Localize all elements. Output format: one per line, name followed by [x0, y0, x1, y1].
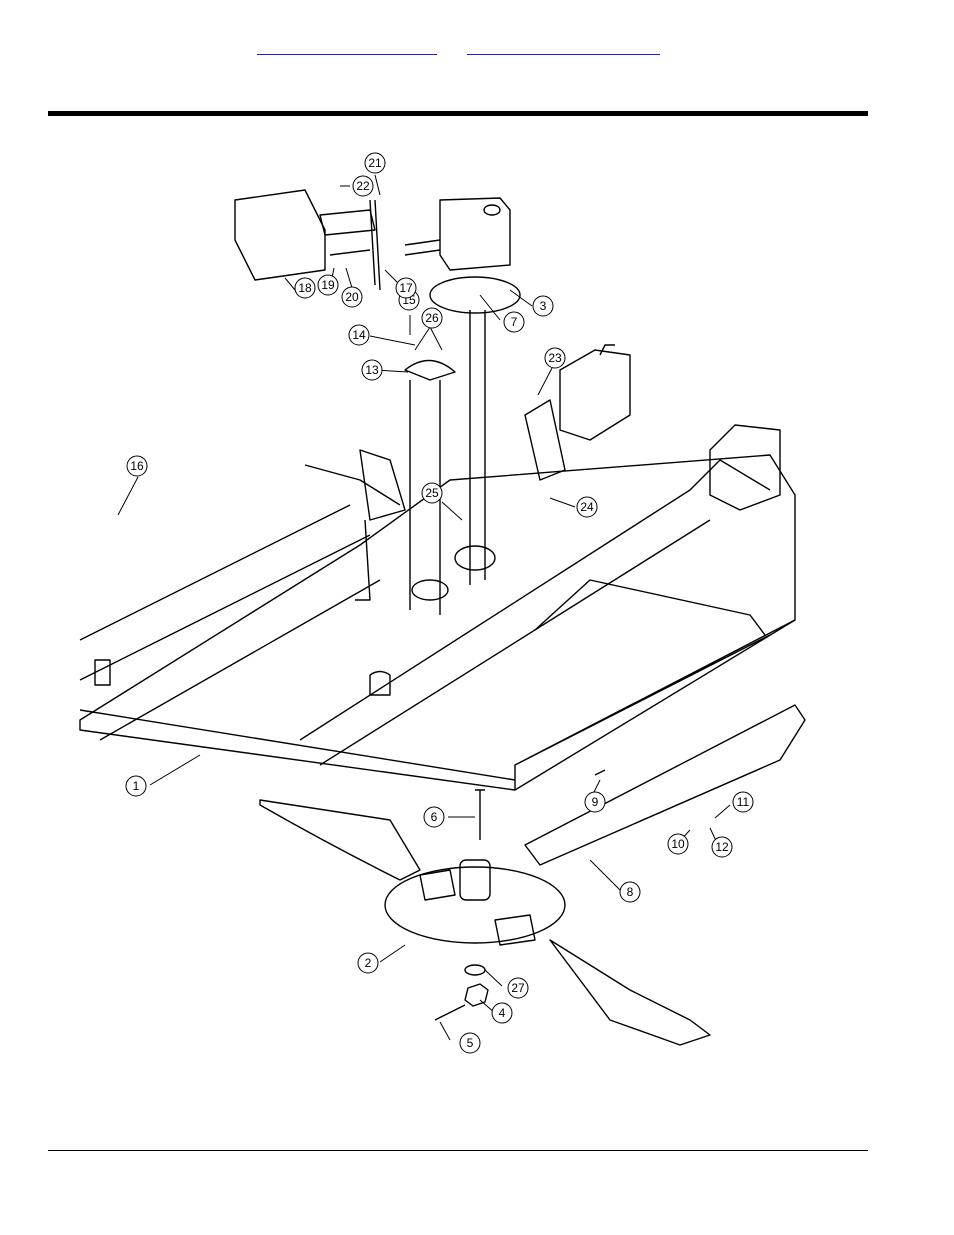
svg-text:5: 5: [467, 1036, 474, 1050]
callout-5: 5: [459, 1032, 481, 1054]
svg-text:1: 1: [133, 779, 140, 793]
callout-21: 21: [364, 152, 386, 174]
svg-text:22: 22: [356, 179, 370, 193]
callout-6: 6: [423, 806, 445, 828]
front-post: [369, 670, 391, 696]
svg-text:24: 24: [580, 500, 594, 514]
gearbox-hole: [411, 579, 449, 601]
guard-plate: [369, 199, 381, 291]
gearbox-stand-link: [304, 464, 401, 601]
hitch-arm: [524, 399, 566, 481]
deck-left-rail: [79, 504, 381, 741]
spindle-washer: [464, 964, 486, 976]
blade-bolt-block-right: [494, 914, 536, 946]
skid-shoe: [524, 704, 806, 866]
deck-gusset: [534, 579, 766, 636]
callout-7: 7: [503, 311, 525, 333]
svg-text:6: 6: [431, 810, 438, 824]
callout-9: 9: [584, 791, 606, 813]
svg-text:13: 13: [365, 363, 379, 377]
deck-right-rail: [299, 459, 771, 766]
gearbox-input-shaft: [404, 239, 441, 256]
nav-link-right[interactable]: [467, 40, 660, 55]
spindle-hub: [459, 859, 491, 901]
callout-19: 19: [317, 274, 339, 296]
callout-22: 22: [352, 175, 374, 197]
deck-outline: [79, 454, 796, 791]
header-rule: [48, 111, 868, 116]
callout-13: 13: [361, 359, 383, 381]
svg-text:7: 7: [511, 315, 518, 329]
callout-17: 17: [395, 277, 417, 299]
blade-bolt-block-left: [419, 869, 456, 901]
hitch-bracket-rear: [559, 344, 631, 441]
svg-text:23: 23: [548, 351, 562, 365]
gearbox-mount-plate: [429, 276, 521, 314]
svg-text:10: 10: [671, 837, 685, 851]
svg-text:19: 19: [321, 278, 335, 292]
svg-text:26: 26: [425, 311, 439, 325]
svg-text:12: 12: [715, 840, 729, 854]
callout-10: 10: [667, 833, 689, 855]
callout-11: 11: [732, 791, 754, 813]
svg-text:16: 16: [130, 459, 144, 473]
svg-text:25: 25: [425, 486, 439, 500]
nav-link-left[interactable]: [257, 40, 437, 55]
callout-4: 4: [491, 1002, 513, 1024]
svg-text:17: 17: [399, 281, 413, 295]
callout-23: 23: [544, 347, 566, 369]
blade-right: [549, 939, 711, 1046]
callout-25: 25: [421, 482, 443, 504]
spindle-nut: [464, 983, 489, 1007]
exploded-parts-diagram: 1 2 3 4 5 6 7 8 9 10 11 12: [79, 152, 806, 1054]
spindle-hole: [454, 545, 496, 571]
callout-2: 2: [357, 952, 379, 974]
callout-18: 18: [294, 277, 316, 299]
left-bar: [79, 709, 516, 781]
callout-24: 24: [576, 496, 598, 518]
callout-20: 20: [341, 286, 363, 308]
svg-text:2: 2: [365, 956, 372, 970]
shield-cover: [234, 189, 326, 281]
guard-bracket: [319, 209, 376, 256]
skid-bolt: [594, 769, 606, 776]
hitch-bracket-front: [709, 424, 781, 511]
svg-text:18: 18: [298, 281, 312, 295]
callout-14: 14: [348, 324, 370, 346]
svg-text:27: 27: [511, 981, 525, 995]
svg-text:3: 3: [540, 299, 547, 313]
svg-text:8: 8: [627, 885, 634, 899]
drive-shaft: [469, 310, 486, 585]
callout-1: 1: [125, 775, 147, 797]
svg-text:4: 4: [499, 1006, 506, 1020]
callout-12: 12: [711, 836, 733, 858]
callout-27: 27: [507, 977, 529, 999]
cover-plate: [404, 359, 456, 381]
callout-8: 8: [619, 881, 641, 903]
callout-3: 3: [532, 295, 554, 317]
cotter-pin: [434, 1004, 466, 1021]
footer-rule: [48, 1150, 868, 1151]
blade-carrier: [384, 866, 566, 944]
svg-text:11: 11: [737, 795, 750, 809]
gearbox-stand: [359, 449, 406, 521]
svg-text:9: 9: [592, 795, 599, 809]
svg-text:14: 14: [352, 328, 366, 342]
left-bar-end: [94, 659, 111, 686]
svg-text:21: 21: [368, 156, 382, 170]
deck-skirt: [514, 619, 796, 790]
gearbox-cap: [483, 204, 501, 216]
callout-16: 16: [126, 455, 148, 477]
callout-26: 26: [421, 307, 443, 329]
blade-left: [259, 799, 421, 881]
gearbox-body: [439, 197, 511, 271]
spindle-bolt: [475, 789, 485, 840]
svg-text:20: 20: [345, 290, 359, 304]
